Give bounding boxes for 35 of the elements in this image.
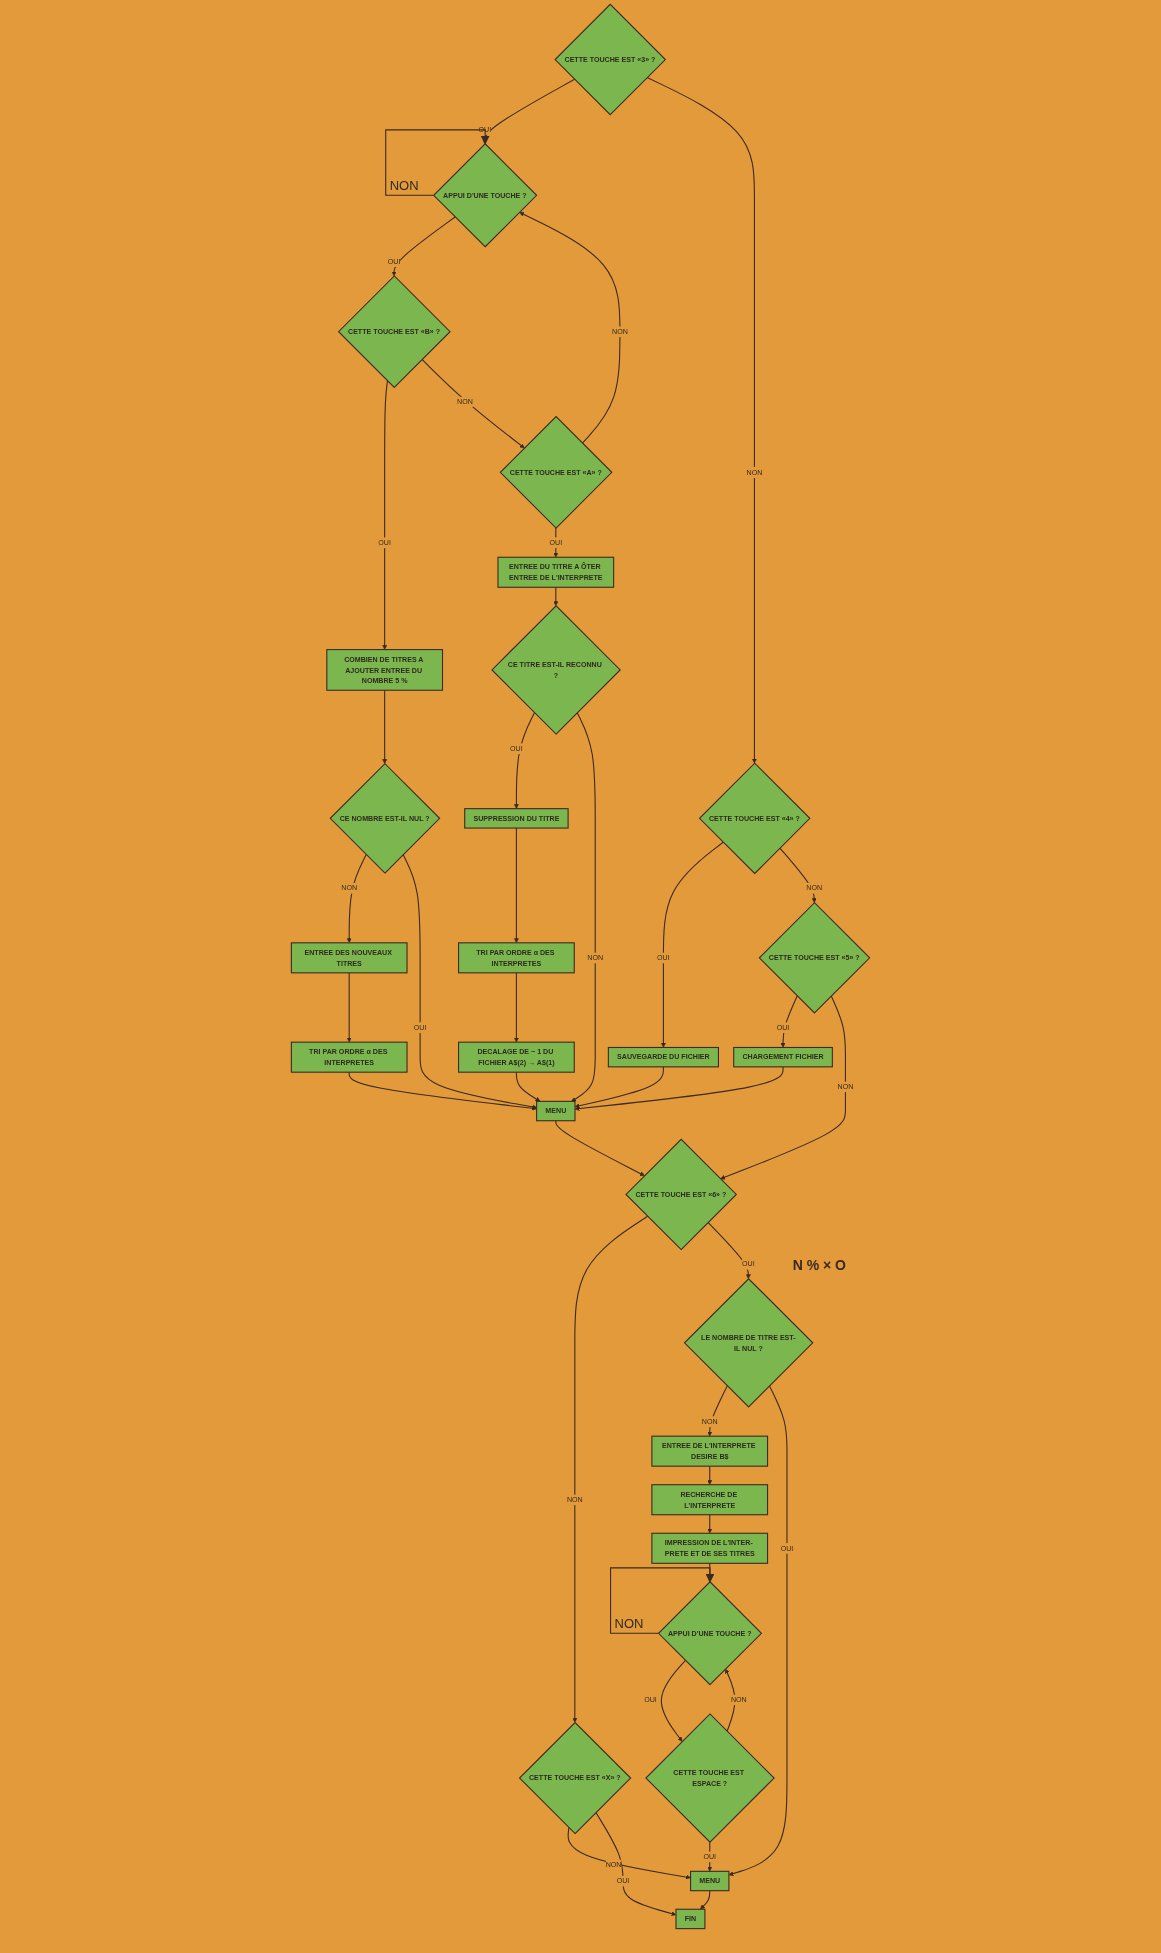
arrow — [514, 827, 519, 944]
arrow — [574, 1066, 664, 1109]
arrow — [720, 995, 846, 1180]
node-annotation: N % × O — [792, 1256, 846, 1273]
arrow — [555, 1120, 645, 1176]
arrow — [700, 1890, 711, 1910]
arrow — [574, 1066, 784, 1111]
arrow — [514, 972, 519, 1043]
arrow — [519, 211, 621, 444]
arrow — [421, 358, 525, 449]
arrow — [779, 847, 817, 903]
arrow — [660, 1659, 686, 1742]
edge-label: NON — [389, 178, 419, 194]
arrow — [514, 712, 535, 809]
arrow — [707, 1221, 751, 1279]
arrow — [572, 1215, 649, 1723]
arrow — [728, 1385, 788, 1876]
arrow — [382, 380, 388, 650]
arrow — [346, 972, 352, 1043]
arrow — [348, 1071, 537, 1111]
arrow — [391, 216, 456, 277]
arrow — [725, 1668, 736, 1732]
arrow — [571, 712, 596, 1102]
arrow — [567, 1827, 691, 1880]
arrow — [646, 76, 757, 764]
arrow — [780, 995, 798, 1048]
arrow — [385, 129, 490, 196]
arrow — [382, 689, 388, 764]
arrow — [707, 1465, 713, 1485]
arrow — [346, 854, 367, 944]
arrow — [610, 1567, 715, 1634]
arrow — [515, 1071, 541, 1102]
arrow — [661, 841, 724, 1048]
arrow — [707, 1514, 713, 1534]
edge-label: NON — [614, 1616, 644, 1632]
